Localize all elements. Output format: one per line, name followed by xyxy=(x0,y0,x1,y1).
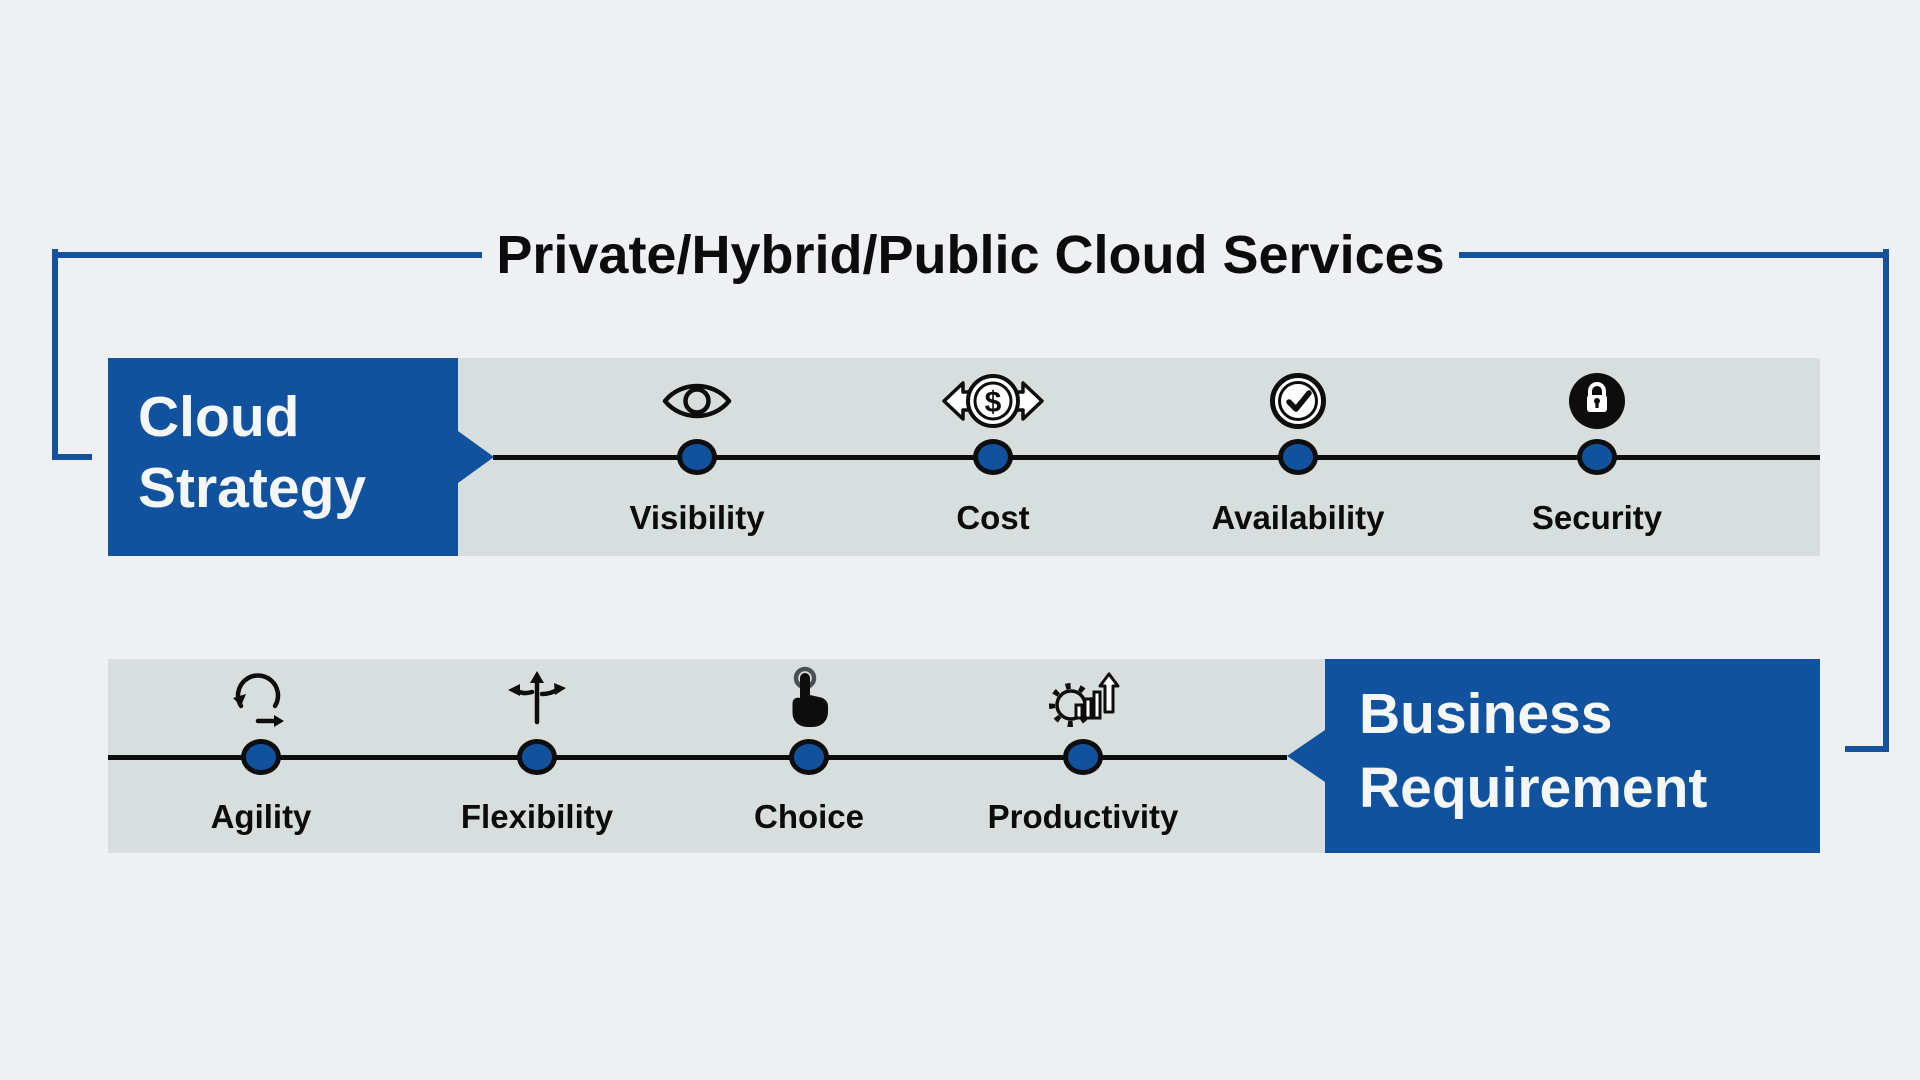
padlock-icon xyxy=(1569,373,1625,429)
bracket-left-foot xyxy=(52,454,92,460)
milestone-availability: Availability xyxy=(1158,358,1438,556)
milestone-security: Security xyxy=(1457,358,1737,556)
milestone-visibility: Visibility xyxy=(557,358,837,556)
milestone-flexibility: Flexibility xyxy=(397,659,677,853)
diagram-title: Private/Hybrid/Public Cloud Services xyxy=(496,225,1445,285)
cloud-strategy-band: Cloud Strategy Visibility xyxy=(108,358,1820,556)
cloud-strategy-timeline xyxy=(493,455,1820,460)
bracket-right-foot xyxy=(1845,746,1889,752)
eye-icon xyxy=(662,383,732,419)
gear-growth-chart-icon xyxy=(1049,672,1120,727)
milestone-label: Agility xyxy=(210,798,312,835)
bracket-right-horizontal xyxy=(1458,252,1890,258)
milestone-label: Choice xyxy=(753,798,865,835)
business-requirement-box: Business Requirement xyxy=(1325,659,1820,853)
milestone-label: Availability xyxy=(1211,499,1385,536)
title-bracket-row: Private/Hybrid/Public Cloud Services xyxy=(52,225,1890,285)
milestone-cost: $ Cost xyxy=(853,358,1133,556)
cloud-strategy-label: Cloud Strategy xyxy=(138,385,367,520)
milestone-choice: Choice xyxy=(669,659,949,853)
timeline-node xyxy=(677,439,717,475)
business-requirement-band: Business Requirement Agility xyxy=(108,659,1820,853)
milestone-productivity: Productivity xyxy=(943,659,1223,853)
tap-hand-icon xyxy=(792,666,828,727)
bracket-left-vertical xyxy=(52,249,58,460)
iteration-loop-icon xyxy=(233,673,284,727)
branching-arrows-icon xyxy=(508,671,566,725)
cloud-strategy-box: Cloud Strategy xyxy=(108,358,458,556)
check-badge-icon xyxy=(1270,373,1326,429)
currency-exchange-icon: $ xyxy=(942,374,1044,428)
milestone-label: Flexibility xyxy=(460,798,614,835)
timeline-node xyxy=(1577,439,1617,475)
timeline-node xyxy=(241,739,281,775)
milestone-label: Visibility xyxy=(629,499,765,536)
timeline-node xyxy=(789,739,829,775)
timeline-node xyxy=(1063,739,1103,775)
timeline-node xyxy=(517,739,557,775)
milestone-label: Cost xyxy=(956,499,1030,536)
dollar-symbol: $ xyxy=(985,386,1002,419)
bracket-right-vertical xyxy=(1883,249,1889,752)
business-requirement-label: Business Requirement xyxy=(1359,682,1708,820)
business-requirement-arrow xyxy=(1287,730,1325,782)
cloud-strategy-arrow xyxy=(458,431,494,483)
timeline-node xyxy=(1278,439,1318,475)
business-requirement-timeline xyxy=(108,755,1287,760)
milestone-label: Productivity xyxy=(987,798,1179,835)
timeline-node xyxy=(973,439,1013,475)
milestone-agility: Agility xyxy=(121,659,401,853)
bracket-left-horizontal xyxy=(52,252,483,258)
milestone-label: Security xyxy=(1531,499,1663,536)
